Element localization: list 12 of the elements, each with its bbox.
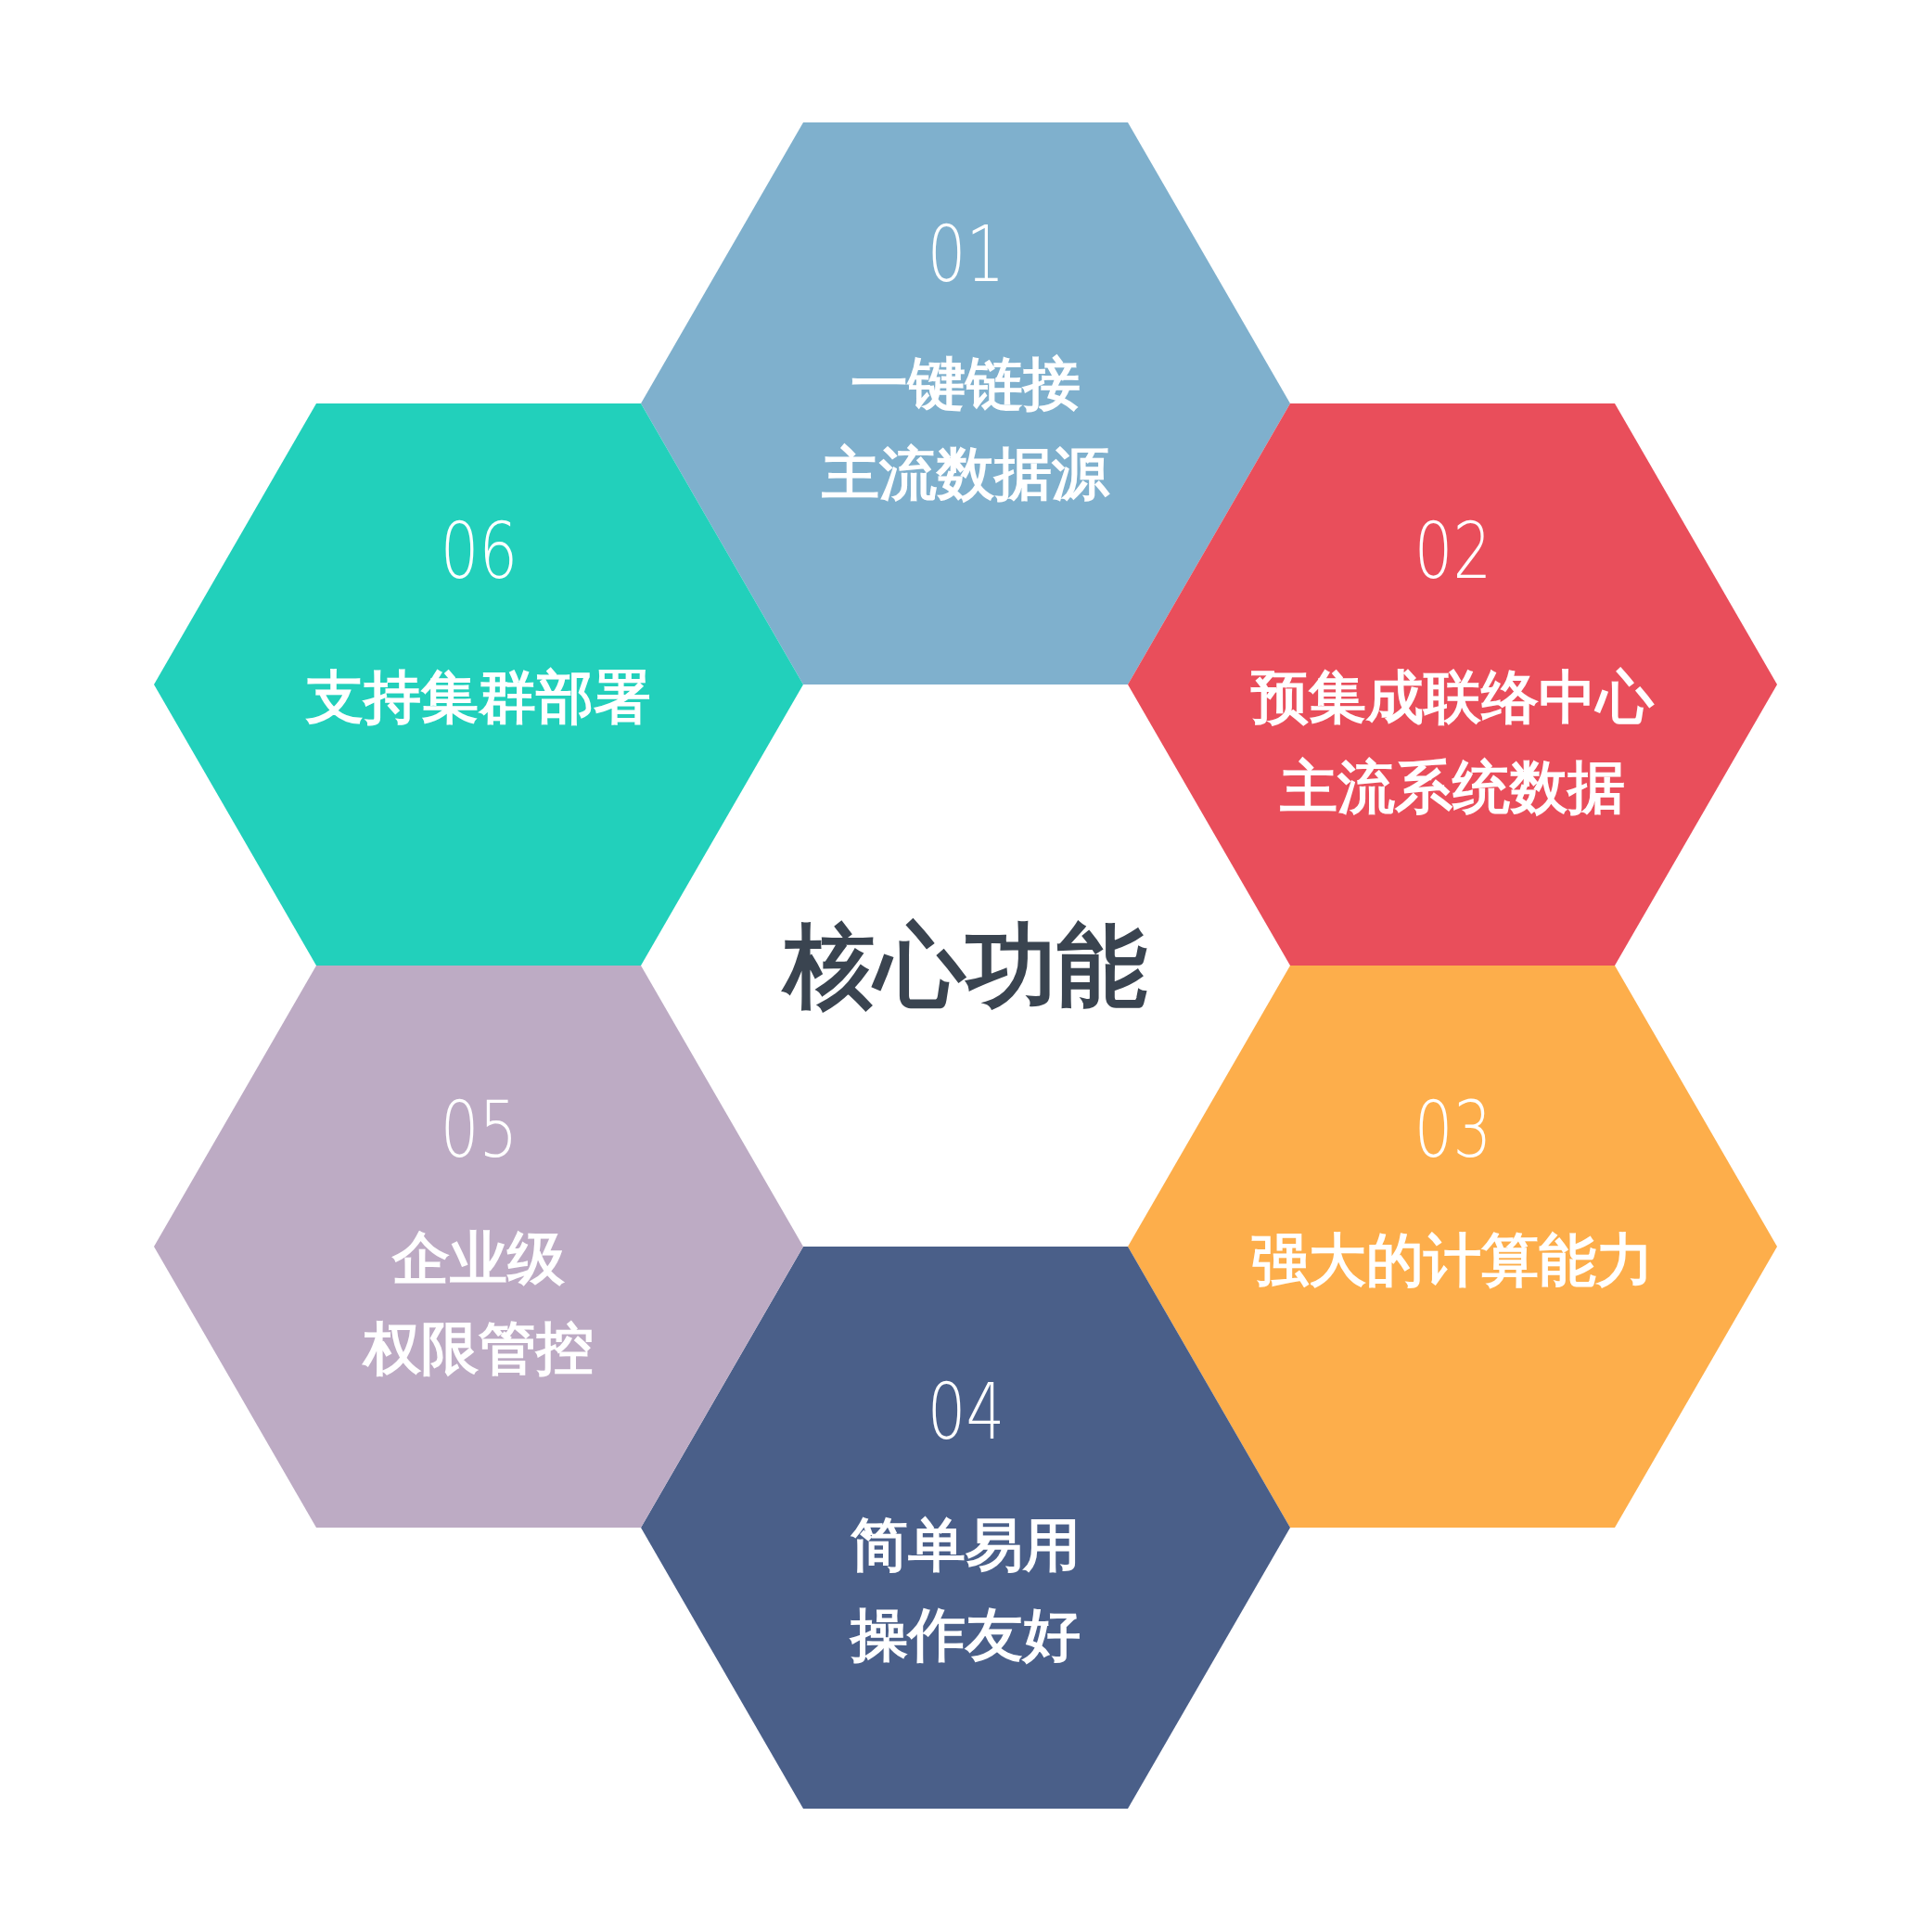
feature-label: 企业级权限管控 — [364, 1223, 594, 1384]
feature-label: 支持集群部署 — [306, 662, 651, 733]
step-number: 04 — [927, 1371, 1004, 1452]
feature-label: 简单易用操作友好 — [851, 1510, 1081, 1670]
step-number: 06 — [440, 510, 518, 592]
step-number: 03 — [1414, 1089, 1491, 1171]
step-number: 05 — [440, 1089, 518, 1171]
step-number: 01 — [927, 213, 1004, 295]
feature-label: 一键链接主流数据源 — [822, 349, 1109, 509]
feature-label: 强大的计算能力 — [1251, 1225, 1654, 1296]
feature-label: 预集成联络中心主流系统数据 — [1251, 662, 1654, 823]
step-number: 02 — [1414, 510, 1491, 592]
